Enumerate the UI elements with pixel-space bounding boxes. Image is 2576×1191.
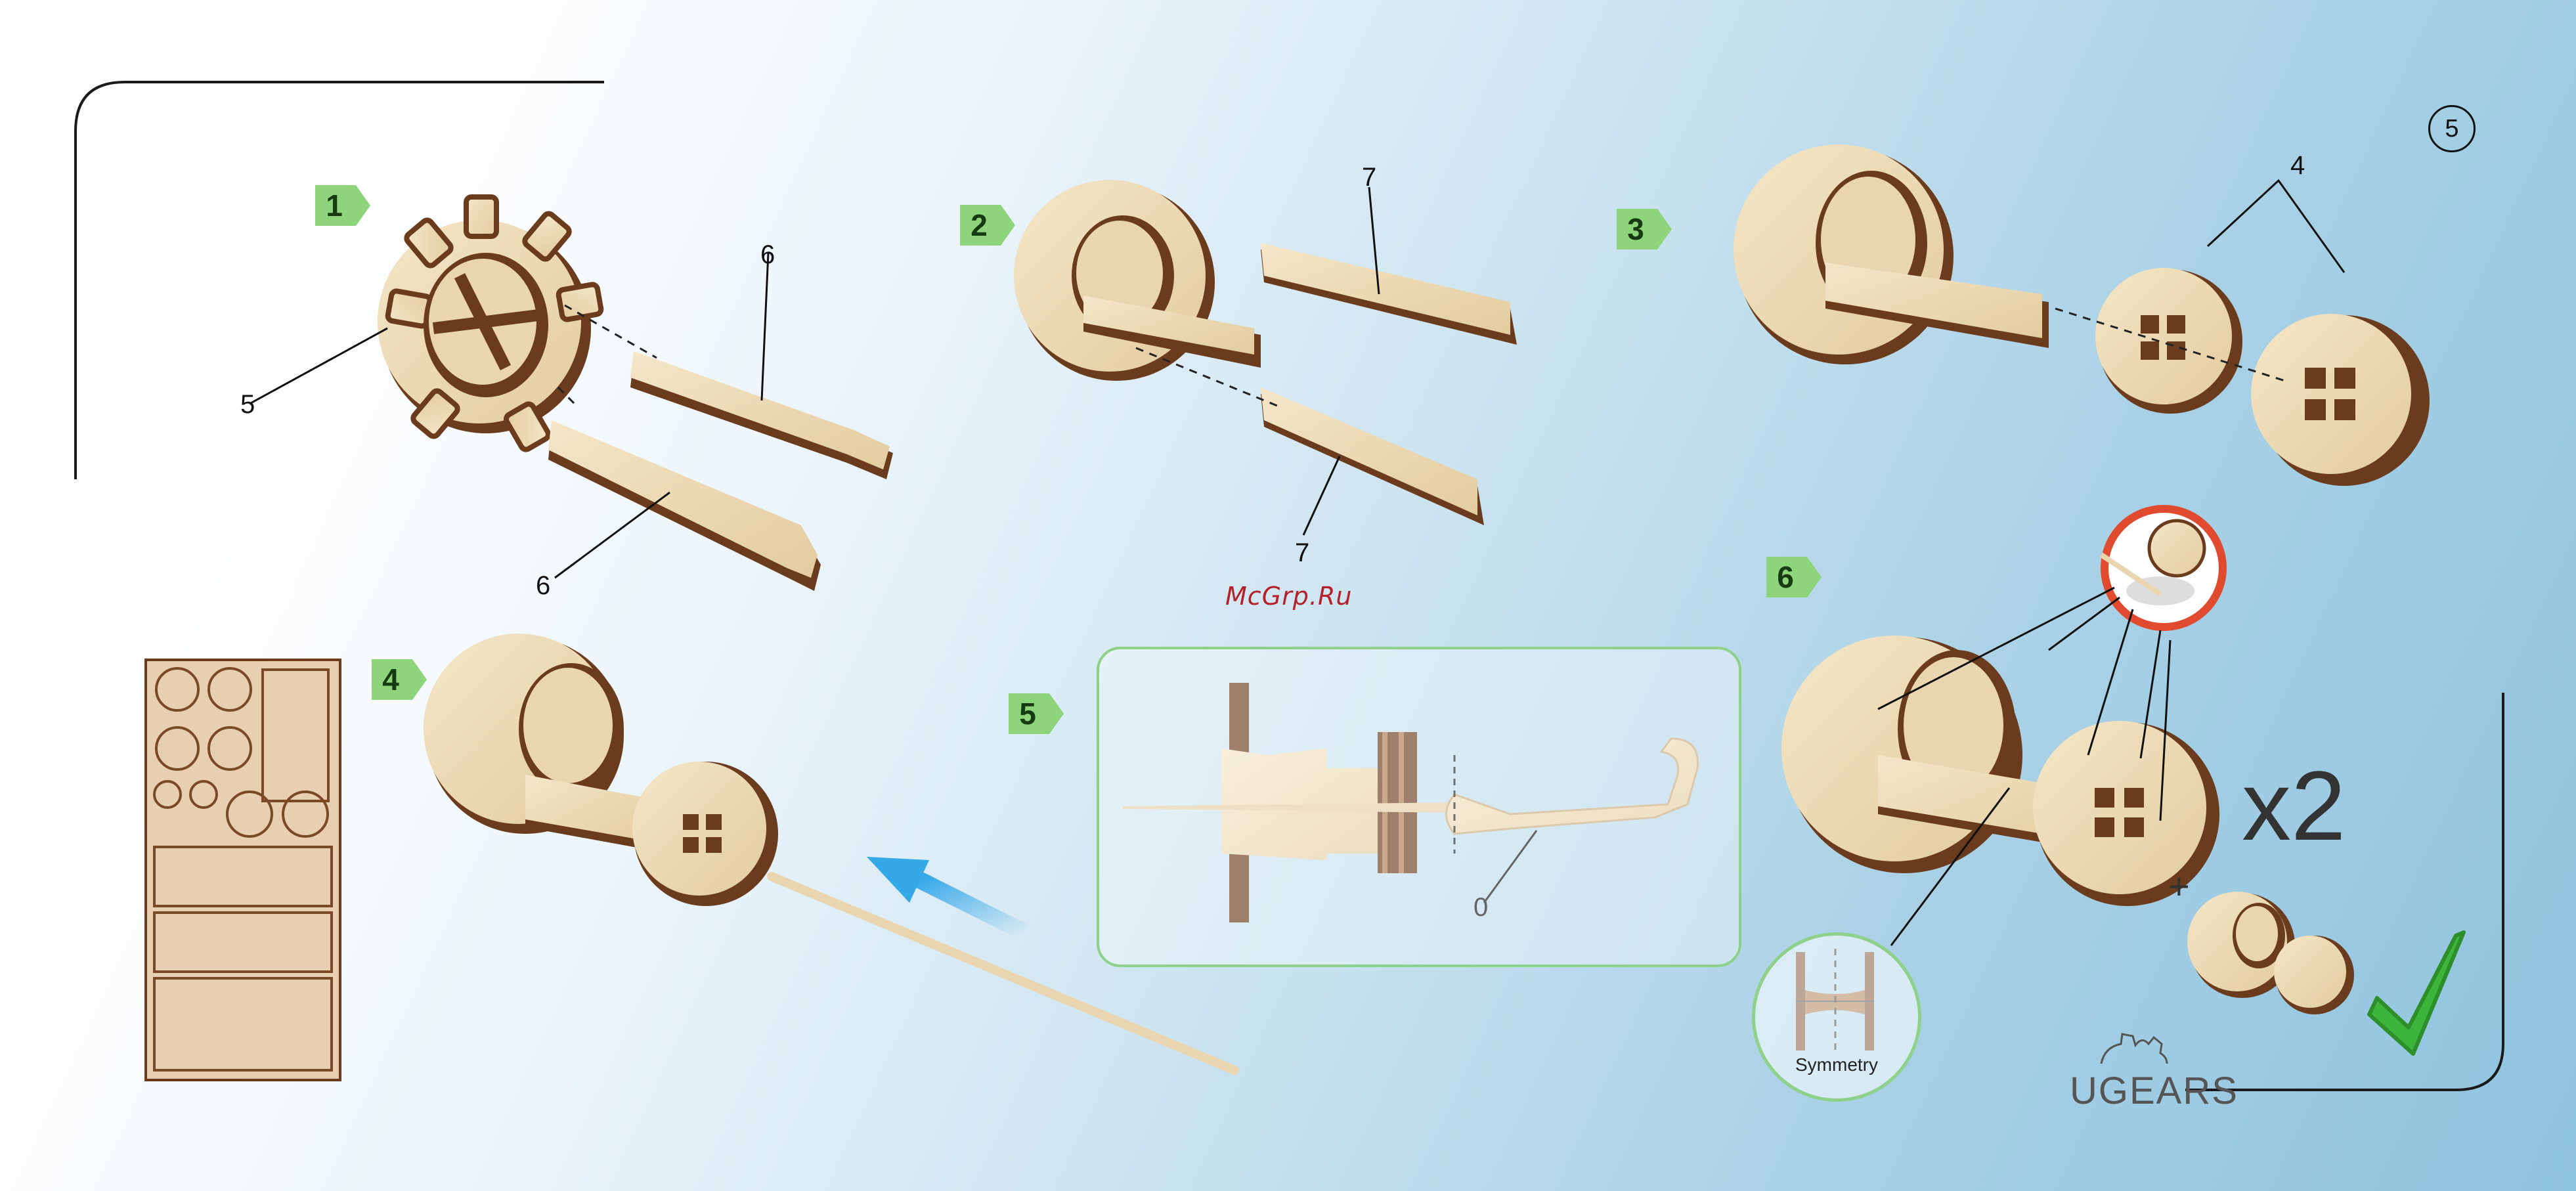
- symmetry-badge: [1752, 932, 1921, 1102]
- brand-name: UGEARS: [2070, 1069, 2238, 1113]
- callout-part-6-lower: 6: [536, 573, 550, 599]
- arrow-icon: [867, 857, 1024, 932]
- step-4-number: 4: [365, 659, 416, 700]
- step1-part6-upper: [630, 351, 893, 479]
- step-2-number: 2: [953, 205, 1005, 246]
- page-number: 5: [2428, 105, 2476, 152]
- step1-part6-lower: [548, 420, 821, 591]
- step-3-badge: 3: [1610, 209, 1673, 249]
- plus-sign: +: [2168, 868, 2190, 905]
- check-icon: [2369, 932, 2464, 1054]
- step-6-badge: 6: [1760, 557, 1823, 597]
- small-assembly-illustration: [2187, 892, 2354, 1014]
- step-5-number: 5: [1002, 693, 1053, 734]
- step4-assembly-illustration: [424, 634, 778, 906]
- step-6-number: 6: [1760, 557, 1811, 597]
- ugears-logo-icon: [2101, 1034, 2167, 1064]
- multiplier-text: x2: [2242, 756, 2346, 855]
- callout-part-7-lower: 7: [1295, 540, 1309, 566]
- step1-gear-illustration: [378, 197, 602, 451]
- step3-small-gear-a: [2095, 268, 2242, 414]
- step3-gear-illustration: [1734, 144, 2049, 364]
- step-2-badge: 2: [953, 205, 1016, 246]
- step3-small-gear-b: [2251, 314, 2430, 486]
- step-1-number: 1: [309, 185, 360, 226]
- callout-part-4: 4: [2290, 152, 2305, 179]
- parts-sheet-illustration: [146, 660, 340, 1080]
- step-3-number: 3: [1610, 209, 1661, 249]
- symmetry-label: Symmetry: [1752, 1054, 1921, 1075]
- step2-gear-illustration: [1014, 180, 1261, 381]
- callout-part-7-upper: 7: [1362, 164, 1376, 190]
- watermark-text: McGrp.Ru: [1225, 582, 1352, 611]
- callout-part-6-upper: 6: [760, 242, 775, 268]
- step-5-detail-box: [1097, 647, 1741, 967]
- glue-highlight-illustration: [2101, 509, 2223, 627]
- callout-part-5: 5: [240, 391, 255, 418]
- step-5-badge: 5: [1002, 693, 1065, 734]
- step-4-badge: 4: [365, 659, 428, 700]
- step-1-badge: 1: [309, 185, 372, 226]
